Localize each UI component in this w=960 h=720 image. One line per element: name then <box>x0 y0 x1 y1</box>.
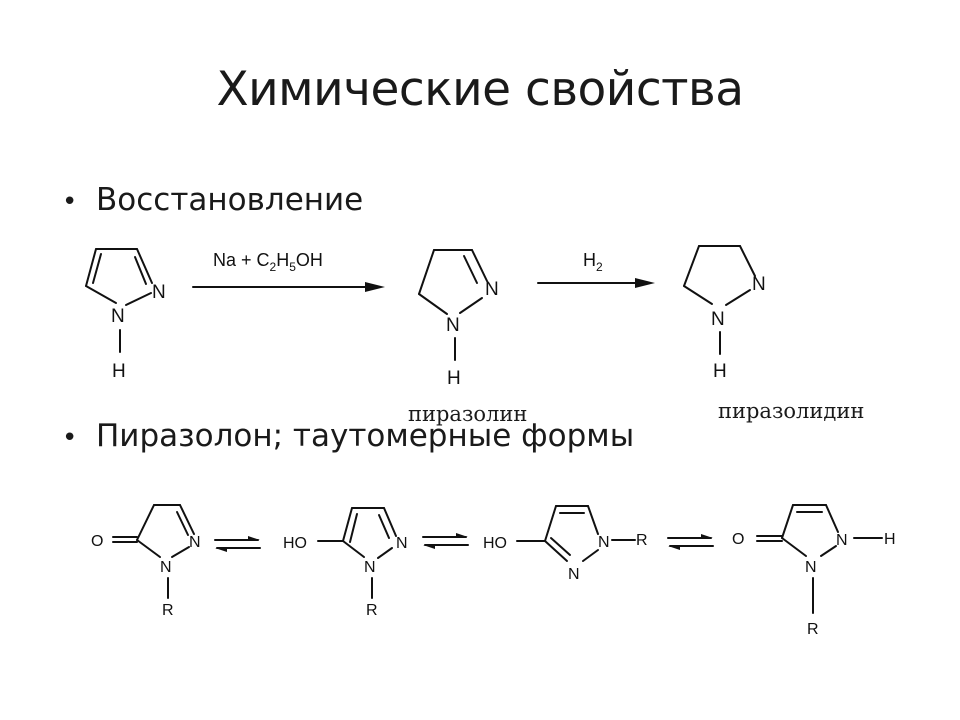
atom-label-n: N <box>752 274 766 295</box>
atom-label-h: H <box>713 361 727 382</box>
product-name-pyrazoline: пиразолин <box>408 402 528 426</box>
reagent-hydrogen: H2 <box>583 250 603 274</box>
tautomer-3-structure <box>516 505 636 562</box>
atom-label-h: H <box>447 368 461 389</box>
atom-label-n: N <box>568 566 580 583</box>
bullet-pyrazolone: • Пиразолон; таутомерные формы <box>62 418 634 454</box>
slide-title: Химические свойства <box>216 62 744 117</box>
atom-label-r: R <box>807 621 819 638</box>
bullet-dot: • <box>62 423 78 453</box>
atom-label-n: N <box>396 535 408 552</box>
bullet-reduction-text: Восстановление <box>96 182 364 218</box>
bullet-reduction: • Восстановление <box>62 182 363 218</box>
atom-label-n: N <box>805 559 817 576</box>
equilibrium-arrows-2 <box>422 533 469 549</box>
atom-label-n: N <box>598 534 610 551</box>
equilibrium-arrows-3 <box>667 534 714 550</box>
atom-label-n: N <box>485 279 499 300</box>
pyrazoline-structure <box>418 249 488 361</box>
atom-label-n: N <box>836 532 848 549</box>
atom-label-n: N <box>160 559 172 576</box>
atom-label-h: H <box>112 361 126 382</box>
equilibrium-arrows-1 <box>214 536 261 552</box>
atom-label-n: N <box>189 534 201 551</box>
bullet-pyrazolone-text: Пиразолон; таутомерные формы <box>96 418 635 454</box>
tautomer-1-structure <box>112 504 195 599</box>
atom-label-n: N <box>111 306 125 327</box>
atom-label-o: O <box>732 531 744 548</box>
atom-label-ho: HO <box>483 535 507 552</box>
tautomer-2-structure <box>317 507 397 599</box>
atom-label-h: H <box>884 531 896 548</box>
atom-label-n: N <box>711 309 725 330</box>
atom-label-ho: HO <box>283 535 307 552</box>
atom-label-r: R <box>636 532 648 549</box>
atom-label-o: O <box>91 533 103 550</box>
product-name-pyrazolidine: пиразолидин <box>718 399 865 423</box>
tautomer-4-structure <box>756 504 883 614</box>
bullet-dot: • <box>62 187 78 217</box>
atom-label-n: N <box>446 315 460 336</box>
reagent-na-ethanol: Na + C2H5OH <box>213 250 323 274</box>
atom-label-r: R <box>366 602 378 619</box>
pyrazole-structure <box>85 248 153 353</box>
atom-label-n: N <box>364 559 376 576</box>
atom-label-r: R <box>162 602 174 619</box>
atom-label-n: N <box>152 282 166 303</box>
pyrazolidine-structure <box>683 245 756 355</box>
